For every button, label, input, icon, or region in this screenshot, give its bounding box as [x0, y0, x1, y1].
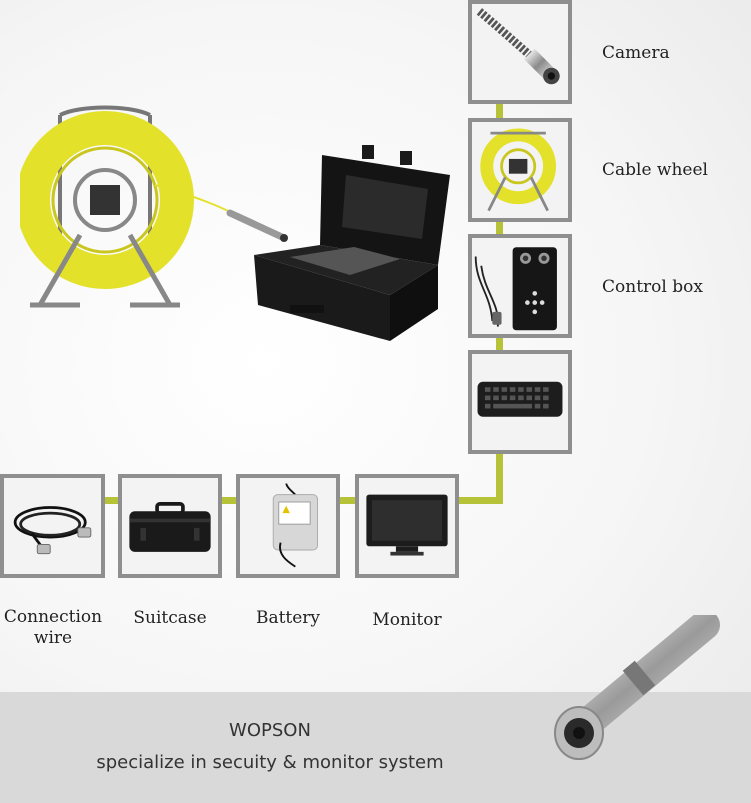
- battery-frame: [236, 474, 340, 578]
- camera-label: Camera: [602, 43, 670, 63]
- control-box-icon: [474, 247, 557, 331]
- footer-camera-head-image: [554, 615, 720, 760]
- suitcase-label: Suitcase: [133, 608, 207, 628]
- monitor-icon: [366, 494, 448, 556]
- cable-reel-icon: [480, 128, 556, 212]
- hero-cable-reel-image: [20, 105, 288, 308]
- keyboard-icon: [477, 381, 563, 417]
- monitor-frame: [355, 474, 459, 578]
- camera-head-icon: [476, 8, 560, 85]
- connection-wire-label-line2: wire: [33, 628, 73, 648]
- control-box-label: Control box: [602, 277, 703, 297]
- connection-wire-label: Connection wire: [0, 607, 108, 649]
- monitor-label: Monitor: [372, 610, 442, 630]
- connection-wire-label-line1: Connection: [3, 607, 103, 627]
- suitcase-frame: [118, 474, 222, 578]
- battery-label: Battery: [255, 608, 321, 628]
- connector-suitcase-wire: [103, 497, 120, 504]
- hero-control-suitcase-image: [254, 145, 450, 341]
- cable-wheel-label: Cable wheel: [602, 160, 708, 180]
- keyboard-frame: [468, 350, 572, 454]
- battery-pack-icon: [272, 483, 318, 568]
- connector-monitor-battery: [338, 497, 357, 504]
- cable-coil-icon: [13, 506, 92, 555]
- brand-tagline: specialize in secuity & monitor system: [96, 752, 444, 773]
- connector-battery-suitcase: [220, 497, 238, 504]
- control-box-frame: [468, 234, 572, 338]
- connector-keyboard-down: [496, 452, 503, 504]
- footer-banner: [0, 692, 751, 803]
- brand-name: WOPSON: [229, 720, 311, 741]
- connection-wire-frame: [0, 474, 105, 578]
- connector-camera-wheel: [496, 102, 503, 120]
- suitcase-icon: [129, 502, 211, 552]
- connector-wheel-control: [496, 220, 503, 236]
- connector-control-keyboard: [496, 336, 503, 352]
- cable-wheel-frame: [468, 118, 572, 222]
- connector-keyboard-monitor: [457, 497, 503, 504]
- camera-frame: [468, 0, 572, 104]
